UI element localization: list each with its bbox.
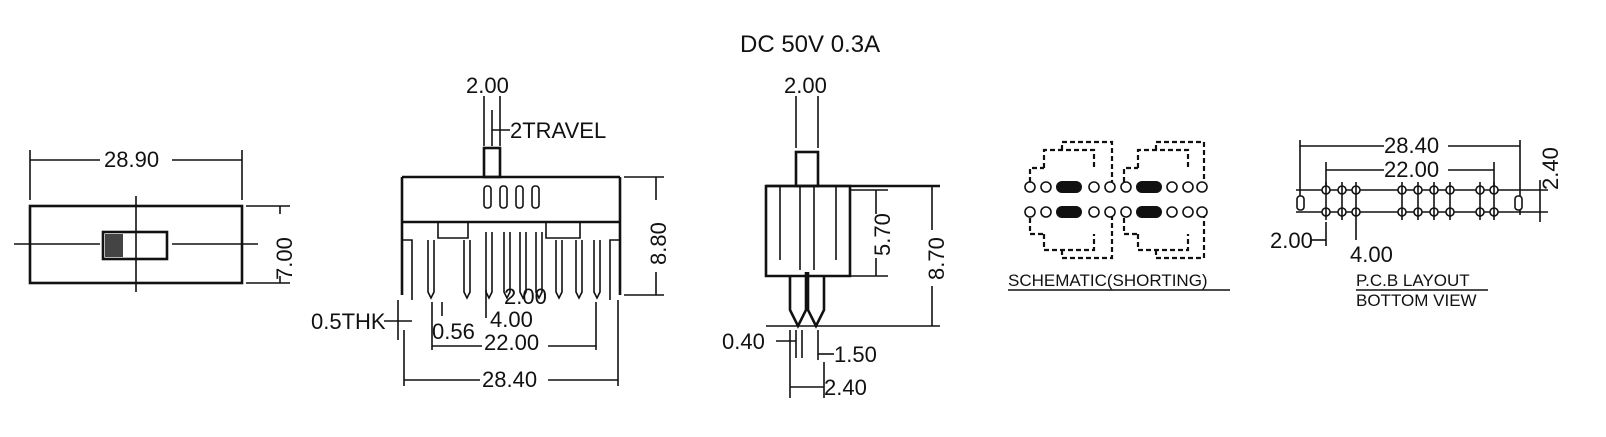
pcb-row-spacing-label: 2.40 — [1538, 147, 1563, 190]
side-pin-left — [788, 272, 808, 329]
slide-knob — [101, 230, 169, 261]
pcb-span-label: 22.00 — [1384, 157, 1439, 182]
side-total-height-label: 8.70 — [924, 237, 949, 280]
schematic: SCHEMATIC(SHORTING) — [1008, 140, 1230, 291]
front-total-width-label: 28.40 — [482, 367, 537, 392]
contact-bar — [1056, 181, 1082, 193]
top-height-label: 7.00 — [272, 237, 297, 280]
mount-hole — [1514, 195, 1523, 211]
side-pin-width-label: 1.50 — [834, 342, 877, 367]
front-height-label: 8.80 — [646, 222, 671, 265]
pcb-span4-label: 4.00 — [1350, 242, 1393, 267]
front-pitch-label: 2.00 — [504, 284, 547, 309]
contact-bar — [1136, 181, 1162, 193]
side-row-spacing-label: 2.40 — [824, 375, 867, 400]
mount-hole — [1296, 195, 1305, 211]
travel-label: 2TRAVEL — [510, 118, 606, 143]
side-actuator-label: 2.00 — [784, 73, 827, 98]
front-pin-width-label: 0.56 — [432, 319, 475, 344]
pcb-caption-1: P.C.B LAYOUT — [1356, 271, 1470, 290]
side-pin-right — [806, 272, 826, 329]
front-actuator-label: 2.00 — [466, 73, 509, 98]
schematic-caption: SCHEMATIC(SHORTING) — [1008, 271, 1208, 290]
rating-label: DC 50V 0.3A — [740, 31, 880, 58]
side-body — [764, 184, 852, 278]
thickness-label: 0.5THK — [311, 309, 386, 334]
side-actuator — [794, 150, 820, 188]
side-view: 2.00 5.70 8.70 0.40 1.50 2.40 — [722, 73, 949, 400]
pins — [427, 232, 601, 300]
top-view: 28.90 7.00 — [14, 147, 297, 292]
actuator — [482, 146, 502, 179]
side-pin-thickness-label: 0.40 — [722, 329, 765, 354]
side-body-height-label: 5.70 — [870, 213, 895, 256]
front-view: 2.00 2TRAVEL 8.80 2.00 0.56 4.00 22.00 2… — [311, 73, 671, 392]
front-span-label: 22.00 — [484, 330, 539, 355]
contact-bar — [1136, 206, 1162, 218]
pcb-layout: 28.40 22.00 — [1270, 133, 1563, 310]
pcb-total-width-label: 28.40 — [1384, 133, 1439, 158]
pcb-caption-2: BOTTOM VIEW — [1356, 291, 1477, 310]
top-width-label: 28.90 — [104, 147, 159, 172]
front-span4-label: 4.00 — [490, 307, 533, 332]
contact-bar — [1056, 206, 1082, 218]
pcb-pitch-label: 2.00 — [1270, 228, 1313, 253]
